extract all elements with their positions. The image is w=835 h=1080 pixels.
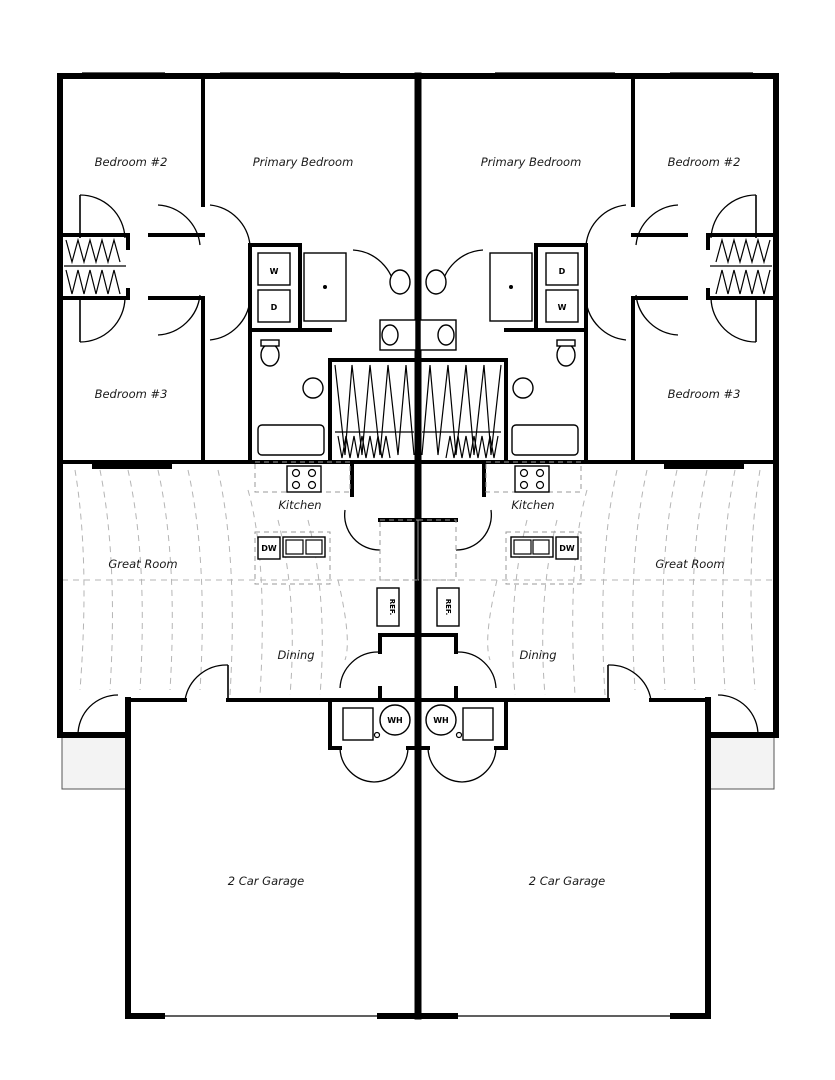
left-kitchen-label: Kitchen [278, 498, 321, 512]
left-dryer [257, 289, 291, 323]
left-refrigerator-label: REF. [388, 599, 396, 616]
left-entry-stoop [61, 736, 127, 790]
right-dryer [545, 252, 579, 286]
left-closets [64, 237, 415, 459]
left-washer-label: W [270, 267, 279, 276]
right-kitchen-label: Kitchen [511, 498, 554, 512]
right-refrigerator-label: REF. [444, 599, 452, 616]
right-dishwasher [555, 536, 579, 560]
left-great-room-label: Great Room [108, 557, 177, 571]
left-unit-walls [58, 74, 420, 750]
right-primary-bedroom-label: Primary Bedroom [481, 155, 582, 169]
right-garage-label: 2 Car Garage [529, 874, 606, 888]
left-bedroom2-label: Bedroom #2 [95, 155, 168, 169]
right-entry-stoop [709, 736, 775, 790]
right-water-heater [425, 704, 457, 736]
left-washer [257, 252, 291, 286]
right-dining-label: Dining [519, 648, 556, 662]
right-dishwasher-label: DW [559, 544, 575, 553]
right-water-heater-label: WH [433, 716, 449, 725]
right-refrigerator [436, 587, 460, 627]
windows [82, 70, 753, 469]
right-great-room-label: Great Room [655, 557, 724, 571]
left-water-heater [379, 704, 411, 736]
left-dishwasher-label: DW [261, 544, 277, 553]
left-refrigerator [376, 587, 400, 627]
left-fixtures [254, 252, 419, 741]
right-closets [421, 237, 772, 459]
right-doors [427, 194, 759, 783]
right-washer [545, 289, 579, 323]
right-unit-walls [416, 74, 778, 750]
right-dryer-label: D [559, 267, 566, 276]
left-bedroom3-label: Bedroom #3 [95, 387, 168, 401]
left-dryer-label: D [271, 303, 278, 312]
right-fixtures [417, 252, 582, 741]
left-water-heater-label: WH [387, 716, 403, 725]
left-dishwasher [257, 536, 281, 560]
left-dining-label: Dining [277, 648, 314, 662]
right-bedroom3-label: Bedroom #3 [668, 387, 741, 401]
left-doors [77, 194, 409, 783]
left-primary-bedroom-label: Primary Bedroom [253, 155, 354, 169]
right-washer-label: W [558, 303, 567, 312]
left-garage-label: 2 Car Garage [228, 874, 305, 888]
right-bedroom2-label: Bedroom #2 [668, 155, 741, 169]
